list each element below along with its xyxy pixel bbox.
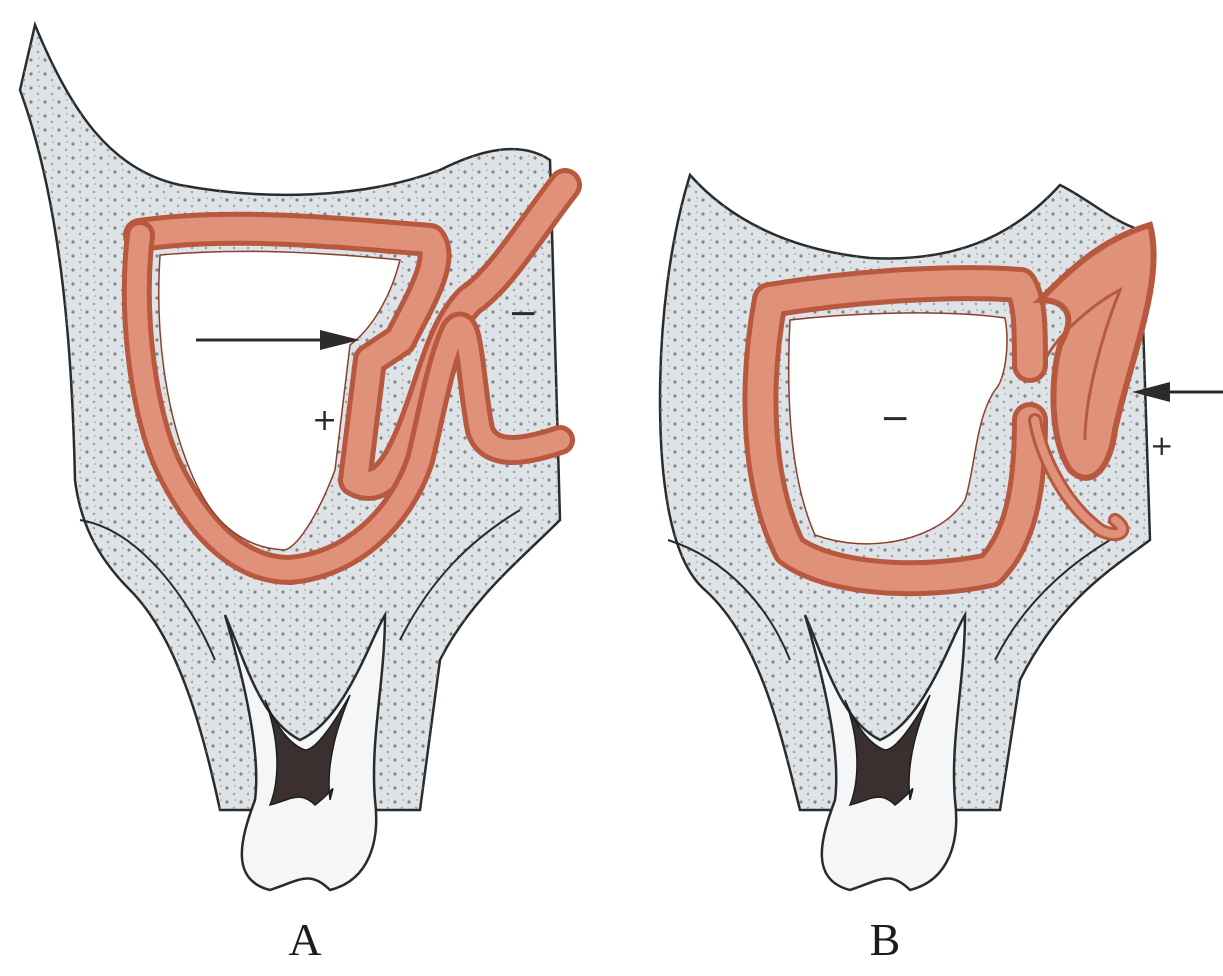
panel-a-outer-sign: − [508, 293, 538, 334]
panel-a: + − A [20, 25, 565, 965]
panel-a-inner-sign: + [312, 403, 337, 438]
panel-b-inner-sign: − [880, 398, 910, 439]
panel-b-outer-sign: + [1150, 429, 1173, 462]
panel-b-label: B [870, 914, 901, 965]
panel-a-label: A [288, 914, 321, 965]
panel-b: − + B [660, 175, 1223, 965]
